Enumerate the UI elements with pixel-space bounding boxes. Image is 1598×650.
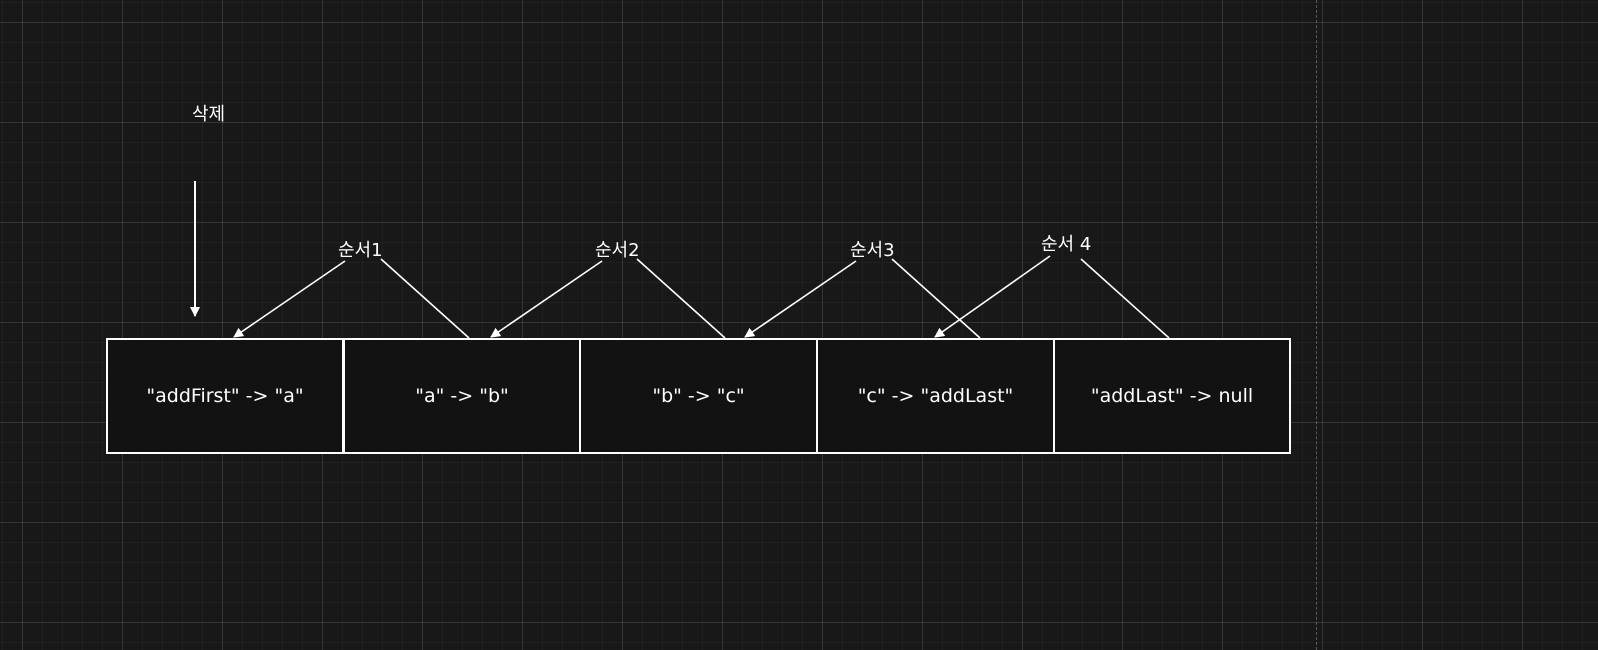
step1-line[interactable] [380,258,470,339]
step1-label[interactable]: 순서1 [338,240,383,261]
page-boundary-line [1316,0,1317,650]
list-node-b[interactable]: "b" -> "c" [579,338,818,454]
step4-label[interactable]: 순서 4 [1041,234,1092,255]
list-node-addfirst[interactable]: "addFirst" -> "a" [106,338,344,454]
list-node-c[interactable]: "c" -> "addLast" [816,338,1055,454]
step2-line[interactable] [636,258,726,339]
delete-label[interactable]: 삭제 [192,104,226,125]
step4-line[interactable] [1080,258,1170,339]
step3-arrow[interactable] [744,260,857,338]
step3-line[interactable] [891,258,981,339]
list-node-addlast[interactable]: "addLast" -> null [1053,338,1291,454]
step2-arrow[interactable] [490,260,603,338]
step2-label[interactable]: 순서2 [595,240,640,261]
step1-arrow[interactable] [233,260,346,338]
step4-arrow[interactable] [934,255,1051,338]
list-node-a[interactable]: "a" -> "b" [343,338,581,454]
step3-label[interactable]: 순서3 [850,240,895,261]
